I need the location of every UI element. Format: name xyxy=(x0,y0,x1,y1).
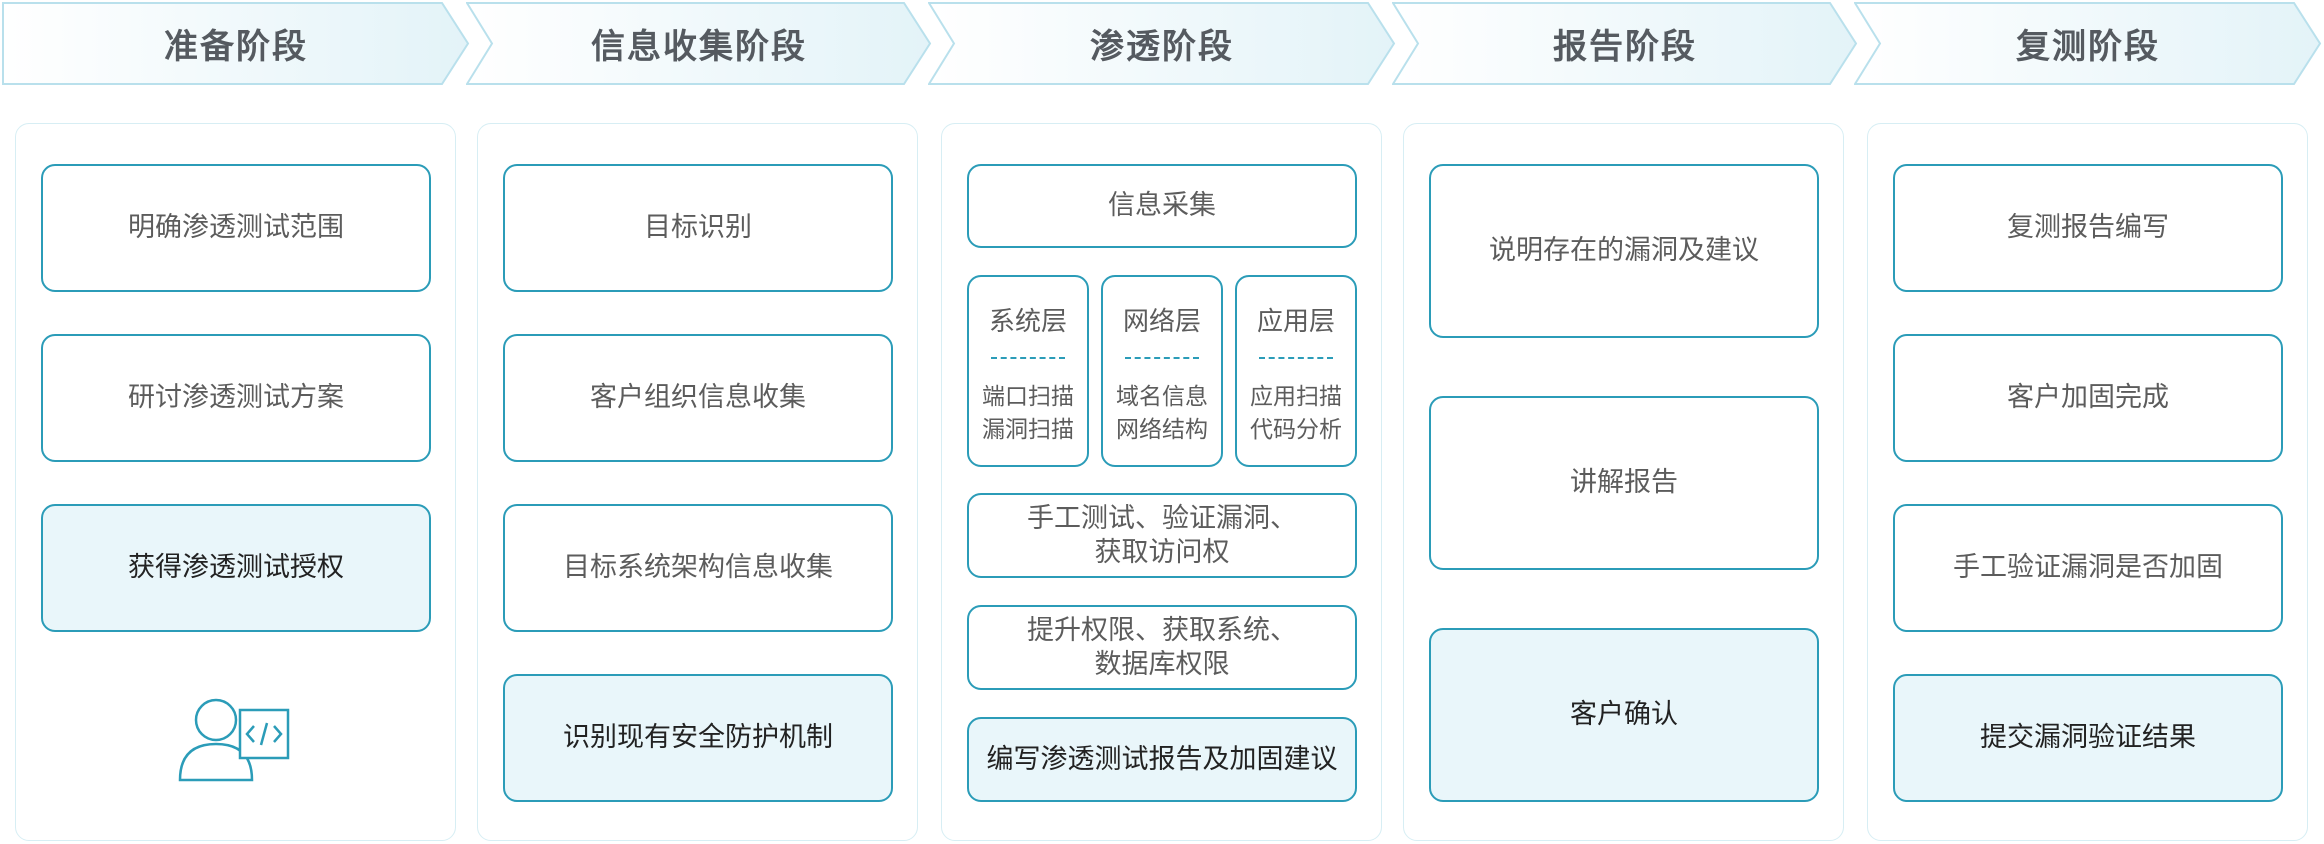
step-box: 客户组织信息收集 xyxy=(503,334,893,462)
user-code-icon xyxy=(176,698,296,787)
step-label: 说明存在的漏洞及建议 xyxy=(1489,235,1759,267)
stage-banner-prepare: 准备阶段 xyxy=(2,2,470,85)
layer-detail: 应用扫描 代码分析 xyxy=(1250,384,1342,443)
step-label: 编写渗透测试报告及加固建议 xyxy=(986,743,1338,775)
step-label: 提升权限、获取系统、 数据库权限 xyxy=(1027,614,1297,680)
layer-card-network: 网络层 域名信息 网络结构 xyxy=(1101,275,1223,467)
stage-banner-penetration: 渗透阶段 xyxy=(928,2,1396,85)
step-box-highlight: 编写渗透测试报告及加固建议 xyxy=(967,717,1357,802)
step-box: 目标识别 xyxy=(503,164,893,292)
step-box: 研讨渗透测试方案 xyxy=(41,334,431,462)
step-label: 手工测试、验证漏洞、 获取访问权 xyxy=(1027,502,1297,568)
dashed-divider xyxy=(1259,357,1333,359)
step-box: 明确渗透测试范围 xyxy=(41,164,431,292)
layer-title: 系统层 xyxy=(988,307,1067,337)
step-box: 手工测试、验证漏洞、 获取访问权 xyxy=(967,493,1357,578)
dashed-divider xyxy=(991,357,1065,359)
step-label: 客户组织信息收集 xyxy=(590,382,806,414)
stage-title: 准备阶段 xyxy=(164,27,308,67)
step-box: 目标系统架构信息收集 xyxy=(503,504,893,632)
step-label: 识别现有安全防护机制 xyxy=(563,722,833,754)
stage-banner-info-gathering: 信息收集阶段 xyxy=(466,2,932,85)
step-label: 客户确认 xyxy=(1570,699,1678,731)
step-label: 讲解报告 xyxy=(1570,467,1678,499)
step-label: 目标识别 xyxy=(644,212,752,244)
step-box: 复测报告编写 xyxy=(1893,164,2283,292)
step-box: 信息采集 xyxy=(967,164,1357,248)
step-box-highlight: 提交漏洞验证结果 xyxy=(1893,674,2283,802)
layer-detail: 域名信息 网络结构 xyxy=(1116,384,1208,443)
layer-title: 应用层 xyxy=(1256,307,1335,337)
stage-banner-report: 报告阶段 xyxy=(1392,2,1858,85)
step-box: 提升权限、获取系统、 数据库权限 xyxy=(967,605,1357,690)
step-label: 提交漏洞验证结果 xyxy=(1980,722,2196,754)
stage-title: 报告阶段 xyxy=(1553,27,1697,67)
layer-card-system: 系统层 端口扫描 漏洞扫描 xyxy=(967,275,1089,467)
step-label: 复测报告编写 xyxy=(2007,212,2169,244)
step-box: 说明存在的漏洞及建议 xyxy=(1429,164,1819,338)
step-label: 明确渗透测试范围 xyxy=(128,212,344,244)
step-label: 客户加固完成 xyxy=(2007,382,2169,414)
step-box-highlight: 客户确认 xyxy=(1429,628,1819,802)
step-box: 客户加固完成 xyxy=(1893,334,2283,462)
step-label: 获得渗透测试授权 xyxy=(128,552,344,584)
layer-detail: 端口扫描 漏洞扫描 xyxy=(982,384,1074,443)
step-label: 研讨渗透测试方案 xyxy=(128,382,344,414)
step-box-highlight: 获得渗透测试授权 xyxy=(41,504,431,632)
step-label: 目标系统架构信息收集 xyxy=(563,552,833,584)
step-box-highlight: 识别现有安全防护机制 xyxy=(503,674,893,802)
step-box: 讲解报告 xyxy=(1429,396,1819,570)
banner-arrow-shape xyxy=(1854,2,2322,85)
step-label: 信息采集 xyxy=(1108,190,1216,222)
stage-banner-retest: 复测阶段 xyxy=(1854,2,2322,85)
banner-arrow-shape xyxy=(1392,2,1858,85)
stage-title: 信息收集阶段 xyxy=(591,27,807,67)
dashed-divider xyxy=(1125,357,1199,359)
step-label: 手工验证漏洞是否加固 xyxy=(1953,552,2223,584)
banner-arrow-shape xyxy=(928,2,1396,85)
stage-title: 复测阶段 xyxy=(2016,27,2160,67)
step-box: 手工验证漏洞是否加固 xyxy=(1893,504,2283,632)
layer-title: 网络层 xyxy=(1122,307,1201,337)
banner-arrow-shape xyxy=(2,2,470,85)
layer-card-application: 应用层 应用扫描 代码分析 xyxy=(1235,275,1357,467)
stage-title: 渗透阶段 xyxy=(1090,27,1234,67)
banner-arrow-shape xyxy=(466,2,932,85)
